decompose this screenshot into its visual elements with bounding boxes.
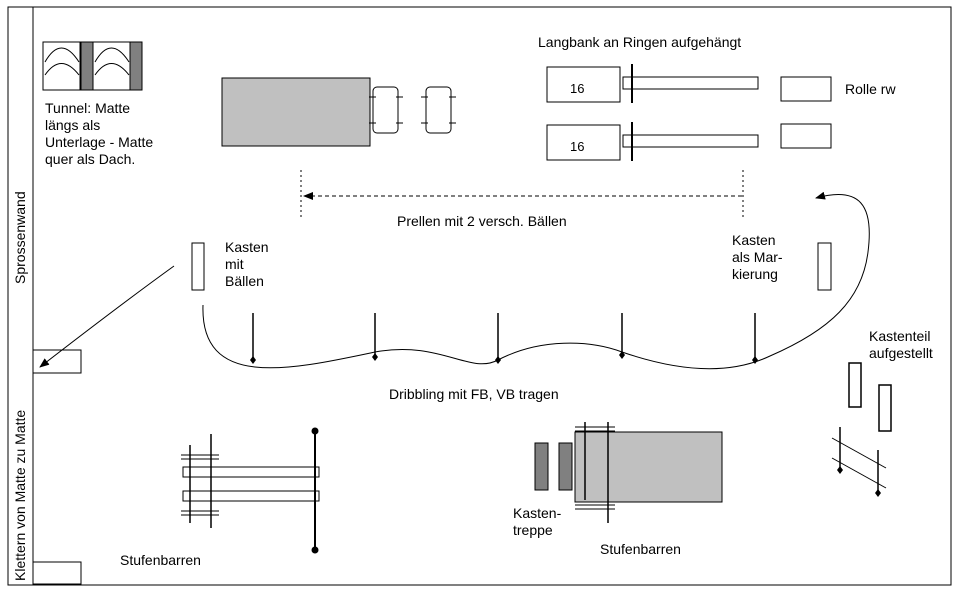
- box-with-balls: [191, 242, 205, 291]
- dribbling-label: Dribbling mit FB, VB tragen: [389, 386, 559, 402]
- sprossenwand-strip: [7, 6, 34, 586]
- large-box-group: [221, 77, 456, 147]
- klettern-label: Klettern von Matte zu Matte: [12, 409, 28, 581]
- sprossenwand-label: Sprossenwand: [12, 191, 28, 284]
- langbank-label: Langbank an Ringen aufgehängt: [538, 34, 742, 50]
- hanging-bench-bottom: [546, 122, 759, 161]
- tunnel-label: Tunnel: Matte längs als Unterlage - Matt…: [45, 100, 154, 167]
- kasten-baelle-label: Kasten mit Bällen: [225, 239, 269, 289]
- roll-mat-1: [780, 76, 832, 102]
- uneven-bars-left: [181, 427, 320, 554]
- climb-arrow: [39, 265, 175, 368]
- kastentreppe-label: Kasten- treppe: [513, 505, 562, 538]
- prellen-label: Prellen mit 2 versch. Bällen: [397, 213, 567, 229]
- bench-number-2: 16: [570, 139, 584, 154]
- upright-box-parts: [831, 362, 892, 497]
- tunnel-icon: [42, 41, 143, 91]
- uneven-bars-right: [574, 422, 723, 523]
- box-steps: [534, 442, 573, 491]
- dribbling-poles: [250, 313, 758, 364]
- box-marker: [817, 242, 832, 291]
- climbing-mat-bottom: [32, 561, 82, 585]
- bench-number-1: 16: [570, 81, 584, 96]
- dribbling-path: [202, 191, 870, 370]
- rolle-label: Rolle rw: [845, 81, 896, 97]
- stufenbarren-right-label: Stufenbarren: [600, 541, 681, 557]
- hanging-bench-top: [546, 64, 759, 103]
- kastenteil-label: Kastenteil aufgestellt: [869, 328, 933, 361]
- roll-mat-2: [780, 123, 832, 149]
- stufenbarren-left-label: Stufenbarren: [120, 552, 201, 568]
- kasten-markierung-label: Kasten als Mar- kierung: [732, 232, 783, 282]
